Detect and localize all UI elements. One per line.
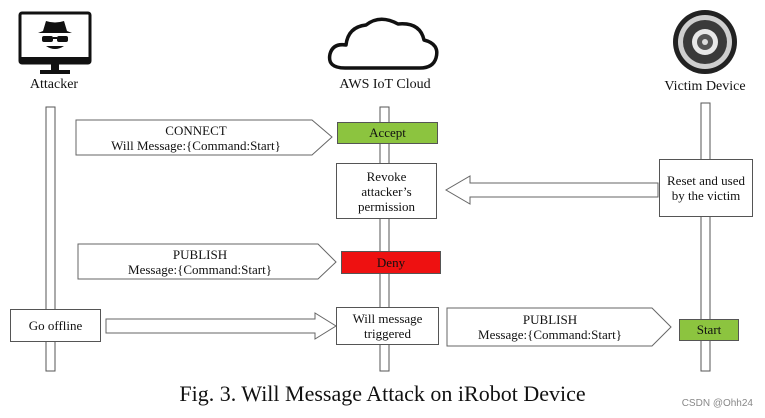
figure-caption: Fig. 3. Will Message Attack on iRobot De… — [179, 381, 586, 406]
publish-attacker-line2: Message:{Command:Start} — [128, 261, 272, 277]
connect-line2: Will Message:{Command:Start} — [111, 137, 281, 153]
start-box: Start — [679, 319, 739, 341]
publish-cloud-message: PUBLISH Message:{Command:Start} — [452, 309, 648, 345]
hacker-monitor-icon — [18, 11, 92, 74]
publish-cloud-line2: Message:{Command:Start} — [478, 327, 622, 342]
publish-attacker-message: PUBLISH Message:{Command:Start} — [84, 245, 316, 278]
will-triggered-box: Will message triggered — [336, 307, 439, 345]
publish-cloud-line1: PUBLISH — [522, 312, 578, 327]
accept-box: Accept — [337, 122, 438, 144]
victim-label: Victim Device — [664, 79, 746, 94]
publish-attacker-line1: PUBLISH — [172, 246, 228, 262]
cloud-label: AWS IoT Cloud — [339, 77, 431, 92]
cloud-icon — [327, 17, 439, 70]
go-offline-box: Go offline — [10, 309, 101, 342]
deny-box: Deny — [341, 251, 441, 274]
connect-message: CONNECT Will Message:{Command:Start} — [82, 121, 310, 154]
attacker-label: Attacker — [29, 77, 79, 92]
robot-vacuum-icon — [673, 10, 737, 74]
revoke-box: Revoke attacker’s permission — [336, 163, 437, 219]
reset-box: Reset and used by the victim — [659, 159, 753, 217]
connect-line1: CONNECT — [165, 122, 227, 138]
watermark: CSDN @Ohh24 — [681, 398, 753, 409]
